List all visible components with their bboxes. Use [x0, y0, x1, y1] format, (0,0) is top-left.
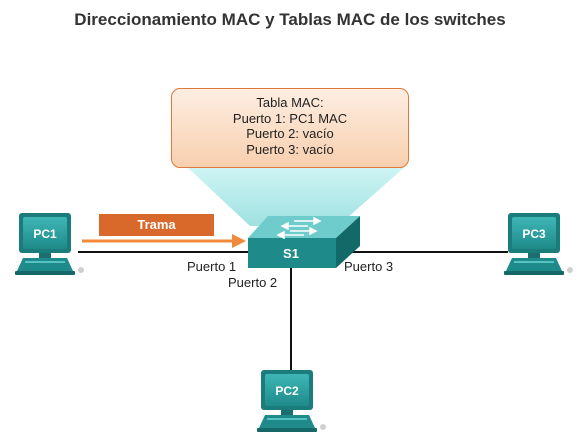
- mac-table-heading: Tabla MAC:: [256, 95, 324, 110]
- mac-table-box: Tabla MAC: Puerto 1: PC1 MAC Puerto 2: v…: [171, 88, 409, 168]
- mac-table-row-1: Puerto 1: PC1 MAC: [232, 110, 348, 126]
- diagram-title: Direccionamiento MAC y Tablas MAC de los…: [74, 10, 506, 29]
- mac-table-callout: [186, 166, 406, 226]
- pc3-computer: PC3: [504, 213, 573, 275]
- switch-label: S1: [283, 246, 299, 261]
- port2-label: Puerto 2: [228, 275, 278, 290]
- mac-table-row-3: Puerto 3: vacío: [246, 141, 334, 157]
- pc1-label: PC1: [33, 227, 57, 241]
- frame-label: Trama: [99, 214, 214, 236]
- switch-arrows-icon: [276, 216, 322, 240]
- port1-label: Puerto 1: [187, 259, 237, 274]
- port3-label: Puerto 3: [344, 259, 394, 274]
- pc2-computer: PC2: [257, 370, 326, 432]
- pc1-computer: PC1: [15, 213, 84, 275]
- pc3-label: PC3: [522, 227, 546, 241]
- pc2-label: PC2: [275, 384, 299, 398]
- frame-arrow-head: [232, 234, 246, 248]
- mac-table-row-2: Puerto 2: vacío: [246, 126, 334, 141]
- switch-s1: S1: [248, 216, 360, 268]
